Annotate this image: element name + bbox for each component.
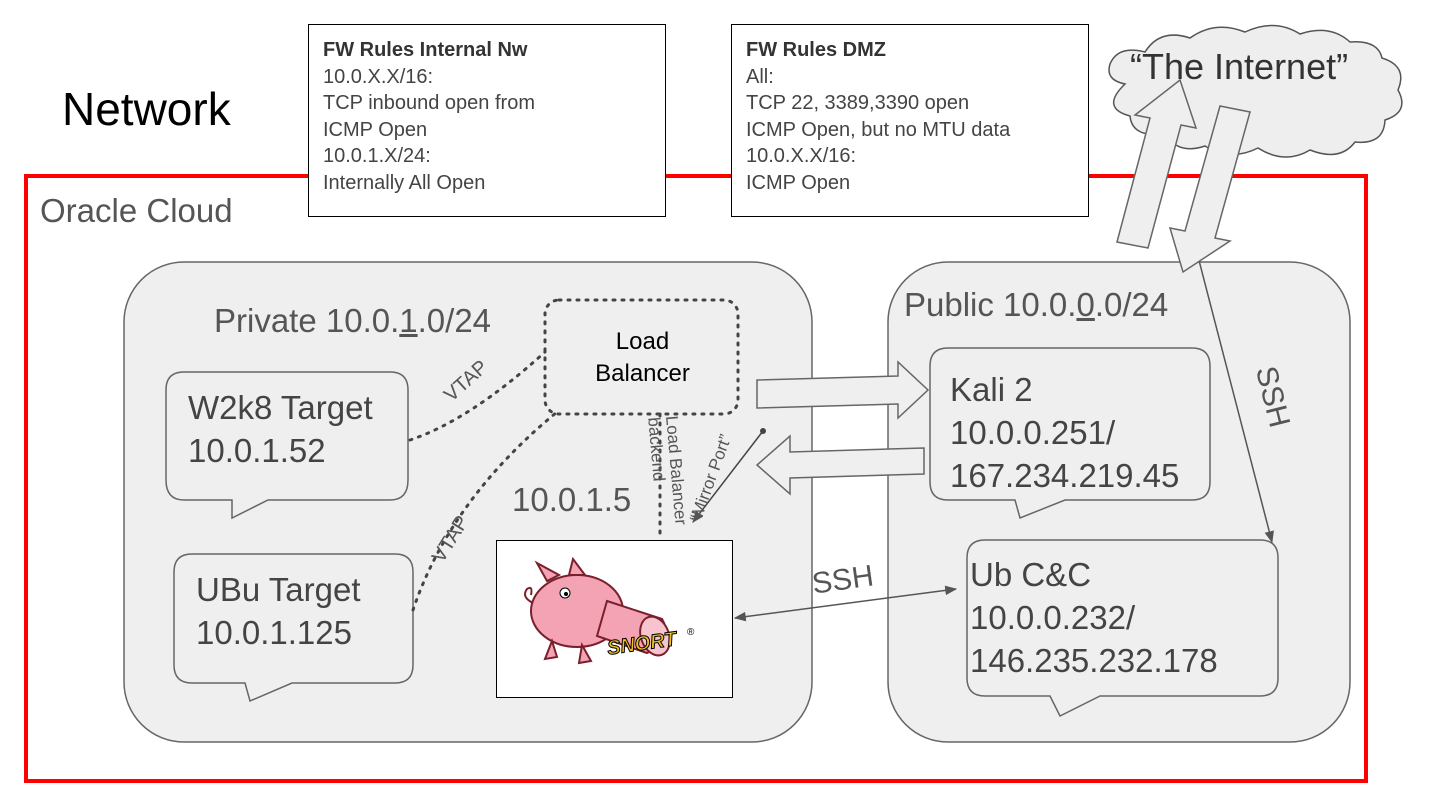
- public-zone-octet: 0: [1076, 286, 1095, 323]
- ubcc-callout: [966, 539, 1279, 718]
- ubu-target: UBu Target 10.0.1.125: [196, 568, 360, 654]
- fw-dmz-line: ICMP Open, but no MTU data: [746, 118, 1011, 141]
- private-zone-octet: 1: [399, 302, 418, 339]
- fw-internal-heading: FW Rules Internal Nw: [323, 39, 528, 61]
- load-balancer-label: Load Balancer: [570, 326, 715, 390]
- vtap-link-ubu: [411, 410, 559, 612]
- oracle-cloud-boundary: [24, 174, 1368, 783]
- ubcc-public-ip: 146.235.232.178: [970, 642, 1218, 679]
- snort-pig-logo: [524, 556, 671, 665]
- ubu-callout: [173, 553, 414, 703]
- fw-dmz-line: All:: [746, 65, 774, 88]
- public-zone-title: Public 10.0.0.0/24: [904, 286, 1168, 324]
- fw-internal-line: Internally All Open: [323, 171, 486, 194]
- load-balancer-box: [543, 298, 740, 416]
- ubcc-private-ip: 10.0.0.232/: [970, 599, 1136, 636]
- oracle-cloud-label: Oracle Cloud: [40, 192, 233, 229]
- fw-internal-line: ICMP Open: [323, 118, 428, 141]
- mirror-port-arrow: [692, 430, 764, 523]
- kali-private-ip: 10.0.0.251/: [950, 414, 1116, 451]
- fw-rules-dmz-box: FW Rules DMZ All: TCP 22, 3389,3390 open…: [731, 24, 1089, 217]
- snort-sensor: SNORT ®: [496, 540, 733, 698]
- ubcc-name: Ub C&C: [970, 556, 1092, 593]
- ssh-link-internet: [1193, 243, 1274, 544]
- kali-node: Kali 2 10.0.0.251/ 167.234.219.45: [950, 368, 1179, 497]
- fw-dmz-line: ICMP Open: [746, 171, 851, 194]
- arrow-up-to-internet: [1116, 78, 1198, 249]
- fw-dmz-line: 10.0.X.X/16:: [746, 145, 857, 167]
- w2k8-callout: [165, 371, 409, 520]
- private-zone-suffix: .0/24: [417, 302, 492, 339]
- private-zone-title: Private 10.0.1.0/24: [214, 302, 491, 340]
- arrow-kali-to-lb: [755, 434, 925, 496]
- fw-rules-internal-box: FW Rules Internal Nw 10.0.X.X/16: TCP in…: [308, 24, 666, 217]
- ubu-ip: 10.0.1.125: [196, 614, 352, 651]
- ubcc-node: Ub C&C 10.0.0.232/ 146.235.232.178: [970, 553, 1218, 682]
- arrow-down-from-internet: [1168, 105, 1251, 274]
- fw-internal-line: TCP inbound open from: [323, 92, 535, 114]
- arrow-lb-to-kali: [756, 360, 930, 420]
- fw-dmz-heading: FW Rules DMZ: [746, 39, 886, 61]
- fw-dmz-line: TCP 22, 3389,3390 open: [746, 92, 970, 114]
- private-zone-prefix: Private 10.0.: [214, 302, 400, 339]
- public-zone-prefix: Public 10.0.: [904, 286, 1077, 323]
- mirror-port-dot: [760, 428, 766, 434]
- snort-ip: 10.0.1.5: [512, 481, 632, 518]
- w2k8-name: W2k8 Target: [188, 389, 373, 426]
- fw-internal-line: 10.0.1.X/24:: [323, 145, 431, 167]
- kali-name: Kali 2: [950, 371, 1033, 408]
- kali-public-ip: 167.234.219.45: [950, 457, 1180, 494]
- internet-label: “The Internet”: [1130, 46, 1349, 87]
- ssh-link-internal: [733, 585, 958, 622]
- w2k8-ip: 10.0.1.52: [188, 432, 326, 469]
- lb-line2: Balancer: [595, 360, 690, 387]
- lb-line1: Load: [615, 328, 670, 355]
- public-zone-suffix: .0/24: [1094, 286, 1169, 323]
- w2k8-target: W2k8 Target 10.0.1.52: [188, 386, 373, 472]
- snort-registered-mark: ®: [687, 627, 695, 638]
- fw-internal-line: 10.0.X.X/16:: [323, 65, 434, 88]
- page-title: Network: [62, 83, 231, 135]
- ubu-name: UBu Target: [196, 571, 361, 608]
- vtap-link-w2k8: [408, 350, 547, 442]
